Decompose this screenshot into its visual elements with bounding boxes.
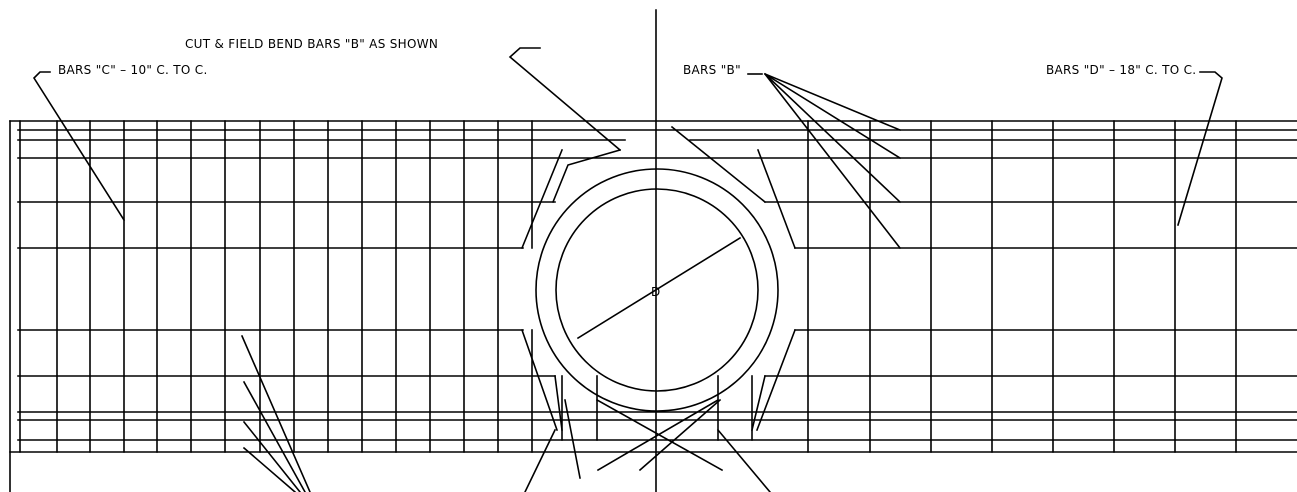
bottom-leader-centre — [524, 428, 557, 492]
diameter-dimension-line — [576, 236, 742, 340]
opening-outer-circle — [535, 168, 779, 412]
bent-bar-b-lower-left-2 — [554, 375, 563, 431]
bent-bar-b-upper-left-2 — [520, 148, 564, 250]
cross-bar-leader — [564, 399, 581, 479]
leader-bars-b — [763, 72, 902, 204]
label-cut-field-bend-bars-b: CUT & FIELD BEND BARS "B" AS SHOWN — [185, 37, 438, 51]
bent-bar-b-lower-right — [755, 328, 797, 432]
label-bars-c-spacing: BARS "C" – 10" C. TO C. — [58, 63, 208, 77]
leader-bars-b — [763, 72, 902, 160]
bent-bar-b-upper-right-2 — [756, 148, 797, 250]
label-bars-b: BARS "B" — [683, 63, 741, 77]
leader-bars-b — [763, 72, 902, 250]
leader-cut-field-bend — [508, 47, 622, 152]
label-bars-d-spacing: BARS "D" – 18" C. TO C. — [1046, 63, 1196, 77]
drawing-geometry — [9, 9, 1297, 492]
leader-bars-c — [32, 71, 126, 222]
bottom-leader-centre — [716, 428, 772, 492]
leader-bars-d — [1177, 71, 1223, 226]
opening-inner-circle — [555, 188, 759, 392]
bottom-leader — [240, 334, 311, 492]
leader-bars-b — [763, 72, 902, 132]
bottom-leader — [242, 380, 306, 492]
label-diameter-d: D — [651, 285, 661, 299]
bottom-leader-centre — [638, 398, 722, 472]
bent-bar-b-upper-right — [670, 125, 767, 204]
bent-bar-b-upper-left — [551, 149, 621, 204]
bent-bar-b-lower-right-2 — [751, 375, 766, 431]
bottom-leader — [242, 446, 297, 492]
bent-bar-b-lower-left — [520, 328, 559, 432]
bottom-leader — [242, 420, 302, 492]
cross-bar — [596, 398, 720, 472]
